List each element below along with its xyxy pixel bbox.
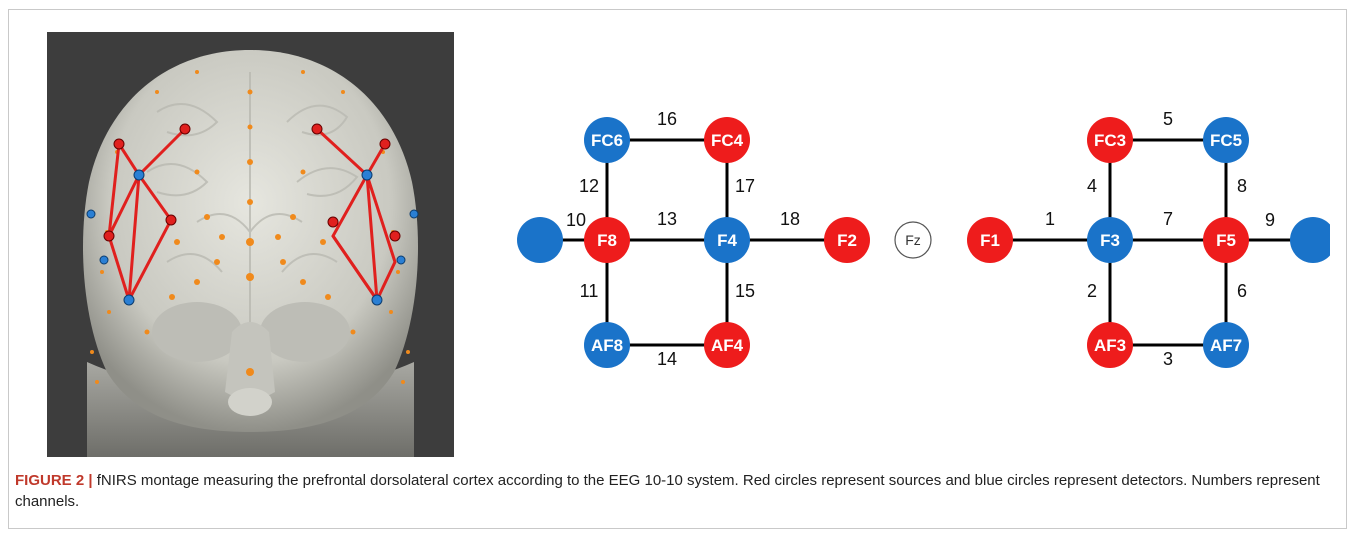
node-d_r [1290,217,1330,263]
source-circle [967,217,1013,263]
channel-label-9: 9 [1265,210,1275,230]
node-label: FC6 [591,131,623,150]
svg-text:Fz: Fz [905,232,921,248]
node-f4: F4 [704,217,750,263]
node-f2: F2 [824,217,870,263]
channel-label-12: 12 [579,176,599,196]
detector-circle [1203,322,1249,368]
figure-label: FIGURE 2 | [15,472,93,489]
node-fc4: FC4 [704,117,750,163]
node-label: AF8 [591,336,623,355]
montage-sources [103,123,401,242]
head-render-image [47,32,454,457]
source-circle [704,322,750,368]
node-af8: AF8 [584,322,630,368]
channel-label-15: 15 [735,281,755,301]
node-f1: F1 [967,217,1013,263]
channel-label-8: 8 [1237,176,1247,196]
detector-circle [1290,217,1330,263]
node-label: FC4 [711,131,744,150]
channel-label-4: 4 [1087,176,1097,196]
channel-label-7: 7 [1163,209,1173,229]
node-f5: F5 [1203,217,1249,263]
channel-label-6: 6 [1237,281,1247,301]
node-label: F5 [1216,231,1236,250]
channel-label-11: 11 [580,281,599,301]
detector-circle [704,217,750,263]
source-circle [1087,117,1133,163]
detector-circle [584,117,630,163]
channel-label-18: 18 [780,209,800,229]
node-fc5: FC5 [1203,117,1249,163]
node-fc6: FC6 [584,117,630,163]
node-label: FC5 [1210,131,1242,150]
node-label: AF3 [1094,336,1126,355]
reference-fz: Fz [894,221,932,259]
channel-label-3: 3 [1163,349,1173,369]
detector-circle [584,322,630,368]
node-f3: F3 [1087,217,1133,263]
node-label: F2 [837,231,857,250]
node-d_l [517,217,563,263]
detector-circle [1203,117,1249,163]
node-label: F4 [717,231,737,250]
node-label: F3 [1100,231,1120,250]
montage-detectors [86,169,419,306]
source-circle [824,217,870,263]
source-circle [1203,217,1249,263]
channel-label-1: 1 [1045,209,1055,229]
channel-label-2: 2 [1087,281,1097,301]
node-f8: F8 [584,217,630,263]
channel-label-10: 10 [566,210,586,230]
channel-label-17: 17 [735,176,755,196]
node-label: FC3 [1094,131,1126,150]
figure-caption: FIGURE 2 | fNIRS montage measuring the p… [15,470,1335,512]
node-fc3: FC3 [1087,117,1133,163]
node-af3: AF3 [1087,322,1133,368]
node-label: F1 [980,231,1000,250]
node-af7: AF7 [1203,322,1249,368]
detector-circle [1087,217,1133,263]
detector-circle [517,217,563,263]
channel-label-5: 5 [1163,109,1173,129]
source-circle [704,117,750,163]
node-label: AF7 [1210,336,1242,355]
montage-lines [107,127,397,306]
channel-label-13: 13 [657,209,677,229]
source-circle [584,217,630,263]
channel-label-16: 16 [657,109,677,129]
node-label: AF4 [711,336,744,355]
caption-text: fNIRS montage measuring the prefrontal d… [15,472,1320,510]
node-af4: AF4 [704,322,750,368]
source-circle [1087,322,1133,368]
node-label: F8 [597,231,617,250]
channel-label-14: 14 [657,349,677,369]
electrode-dots [90,70,410,384]
